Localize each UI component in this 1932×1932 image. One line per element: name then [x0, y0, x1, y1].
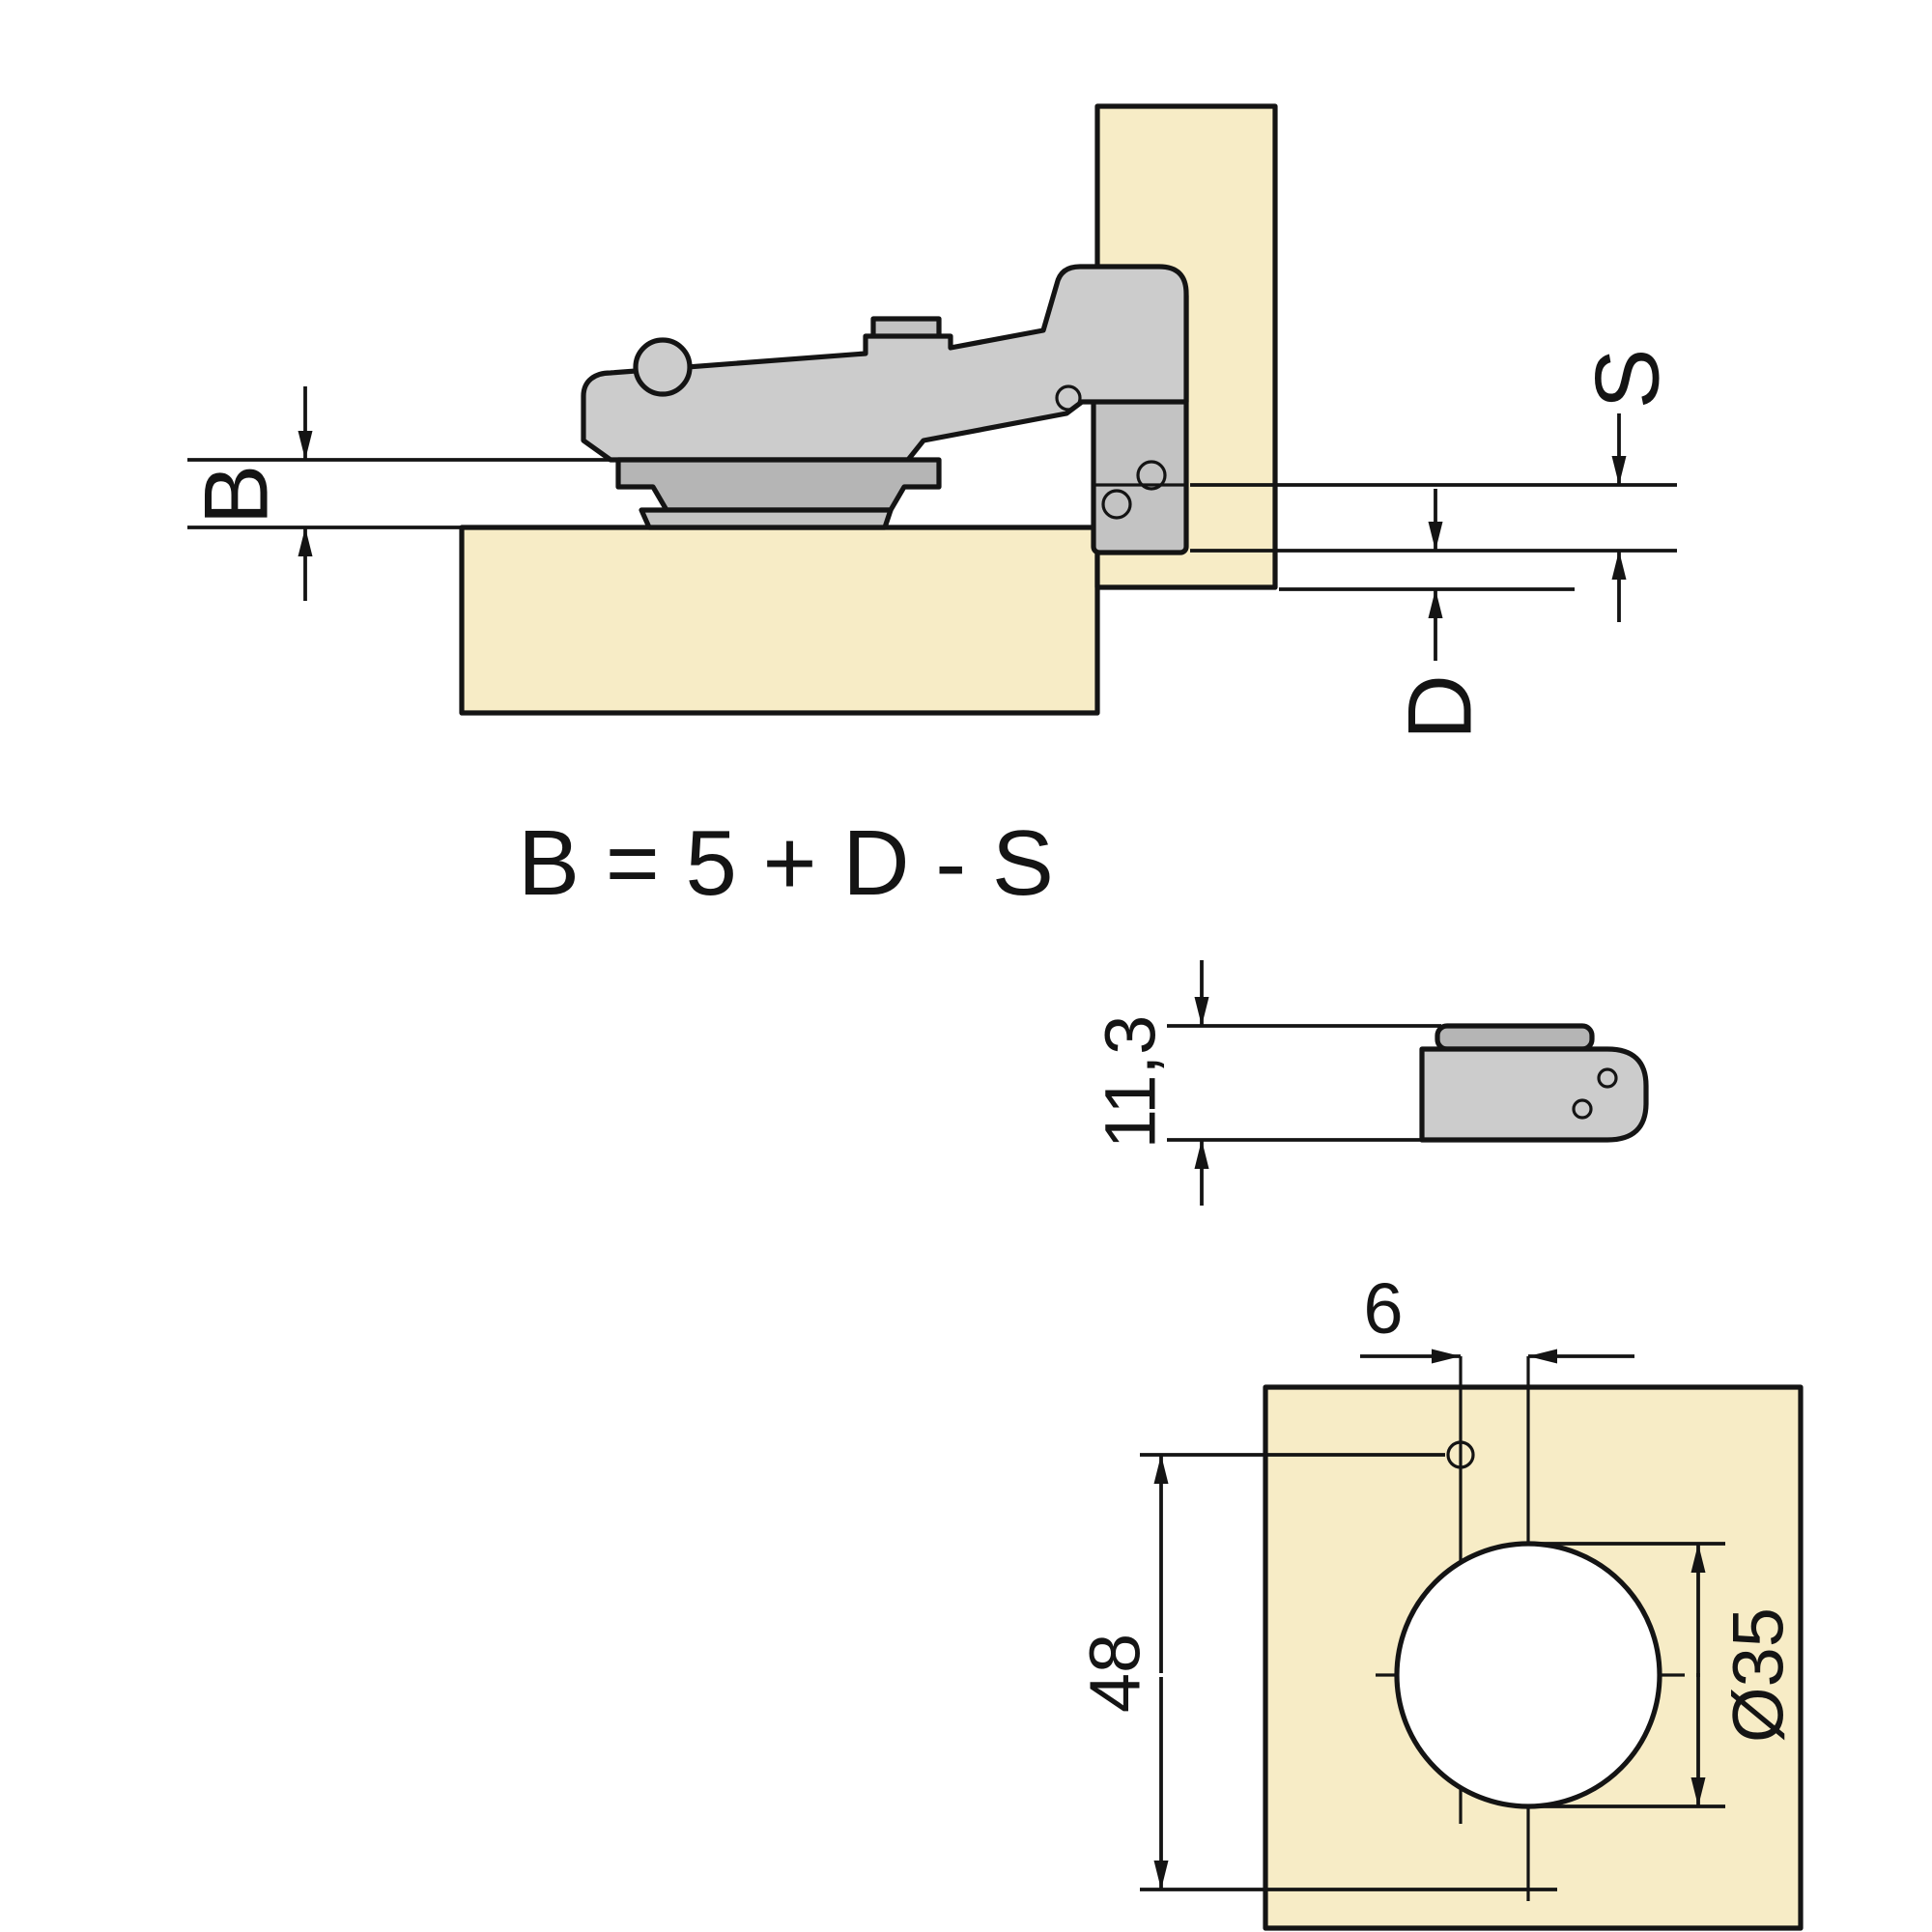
- drilling-pattern: 6 48 Ø35: [1075, 1268, 1804, 1931]
- dimension-cup-diameter: Ø35: [1536, 1542, 1799, 1808]
- dim-b-label: B: [185, 465, 287, 526]
- hinge-arm: [581, 264, 1189, 463]
- dim6-label: 6: [1363, 1268, 1403, 1349]
- mounting-plate-side-view: 11,3: [1091, 960, 1649, 1206]
- formula-text: B = 5 + D - S: [518, 811, 1054, 915]
- hinge: [581, 264, 1189, 555]
- plate-height-label: 11,3: [1091, 1015, 1171, 1150]
- dimension-d: D: [1279, 489, 1575, 740]
- dim-d-label: D: [1389, 674, 1491, 740]
- door-panel: [459, 525, 1100, 716]
- pivot-hole: [1055, 384, 1082, 412]
- hinge-cup-base: [639, 507, 894, 530]
- cup-hole-circle: [1394, 1541, 1662, 1809]
- screw-pilot-hole: [1446, 1440, 1475, 1469]
- dim48-label: 48: [1075, 1634, 1155, 1713]
- plate-screw-hole-lower: [1101, 489, 1132, 520]
- dim35-label: Ø35: [1719, 1607, 1799, 1743]
- plate-pad: [1435, 1023, 1595, 1052]
- dimension-s: S: [1190, 349, 1678, 622]
- dim-s-label: S: [1577, 349, 1678, 410]
- hinge-cross-section: B S D: [185, 103, 1678, 740]
- plate-screw-hole-upper: [1136, 460, 1167, 491]
- dimension-plate-height: 11,3: [1091, 960, 1441, 1206]
- plate-body: [1419, 1046, 1649, 1143]
- plate-hole-lower: [1572, 1098, 1593, 1120]
- hinge-cup: [615, 457, 942, 513]
- dimension-hole-spacing: 48: [1075, 1453, 1557, 1891]
- plate-hole-upper: [1597, 1067, 1618, 1089]
- dimension-screw-offset: 6: [1360, 1268, 1634, 1364]
- hinge-boss: [633, 337, 693, 397]
- dimension-b: B: [185, 386, 611, 601]
